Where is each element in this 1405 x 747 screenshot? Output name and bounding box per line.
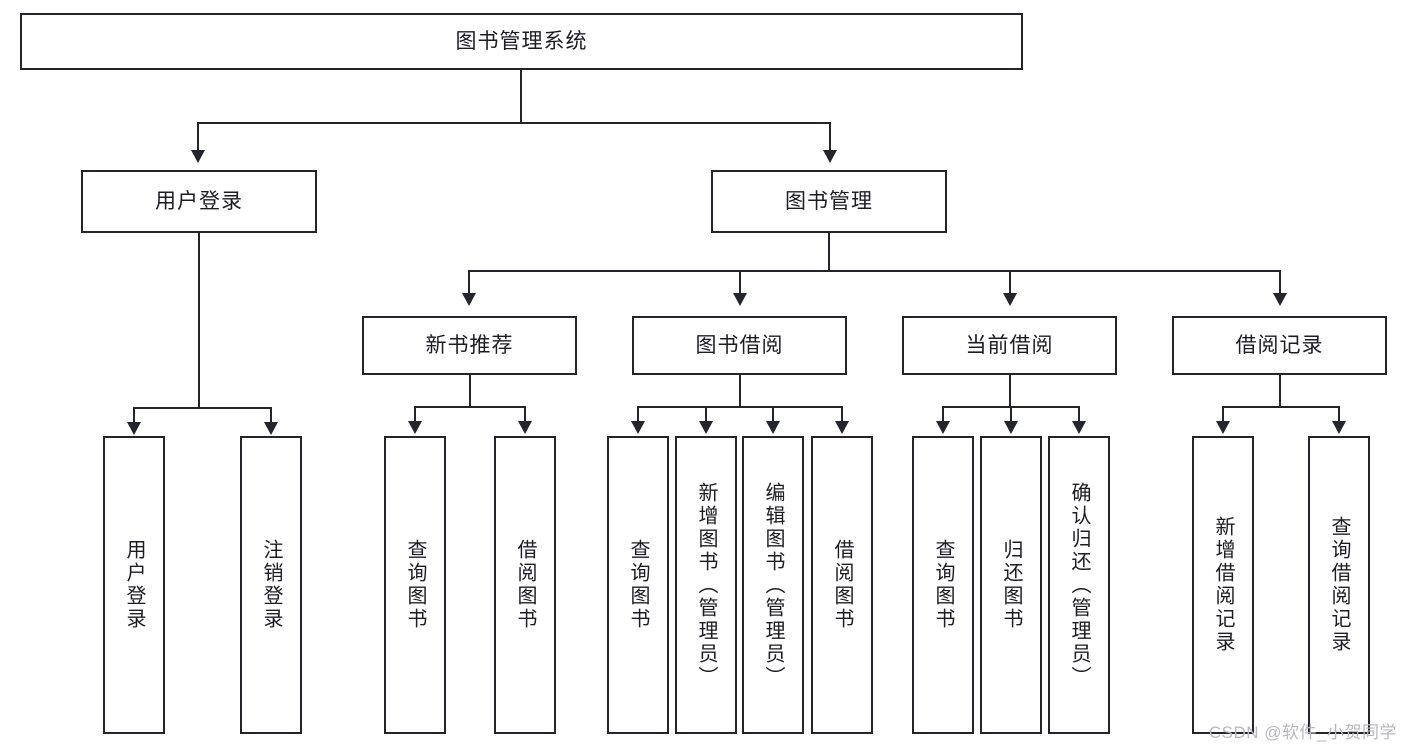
edge-root-trunk (520, 70, 522, 123)
arrow-bm-to-book-borrow (733, 293, 747, 306)
leaf-label: 查询图书 (404, 539, 426, 631)
edge-bb-drop-4 (841, 406, 843, 422)
node-book-management-label: 图书管理 (785, 189, 873, 213)
node-book-borrow[interactable]: 图书借阅 (632, 316, 847, 375)
edge-root-bus (197, 122, 831, 124)
edge-cb-drop-2 (1010, 406, 1012, 422)
leaf-br-add-record[interactable]: 新增借阅记录 (1192, 436, 1254, 734)
edge-bm-drop-3 (1009, 270, 1011, 294)
leaf-bb-query-book[interactable]: 查询图书 (607, 436, 669, 734)
arrow-cb-leaf-3 (1072, 421, 1086, 434)
arrow-br-leaf-1 (1216, 421, 1230, 434)
arrow-bm-to-new-book-recommend (462, 293, 476, 306)
arrow-root-to-book-management (823, 150, 837, 163)
edge-br-trunk (1279, 375, 1281, 407)
node-root-label: 图书管理系统 (455, 29, 588, 53)
leaf-label: 新增图书（管理员） (695, 481, 717, 689)
edge-bb-bus (637, 406, 841, 408)
leaf-bb-edit-book-admin[interactable]: 编辑图书（管理员） (742, 436, 804, 734)
node-new-book-recommend-label: 新书推荐 (425, 333, 514, 357)
arrow-nbr-leaf-1 (408, 421, 422, 434)
arrow-bb-leaf-1 (631, 421, 645, 434)
node-book-management[interactable]: 图书管理 (711, 170, 947, 233)
leaf-label: 注销登录 (260, 539, 282, 631)
leaf-label: 借阅图书 (514, 539, 536, 631)
edge-user-login-bus (133, 407, 270, 409)
edge-book-management-bus (468, 270, 1280, 272)
node-borrow-record-label: 借阅记录 (1235, 333, 1324, 357)
arrow-br-leaf-2 (1332, 421, 1346, 434)
arrow-cb-leaf-2 (1004, 421, 1018, 434)
watermark: CSDN @软件_小贺同学 (1208, 723, 1397, 742)
arrow-bb-leaf-3 (766, 421, 780, 434)
leaf-nbr-query-book[interactable]: 查询图书 (384, 436, 446, 734)
edge-cb-drop-1 (942, 406, 944, 422)
edge-book-management-trunk (828, 233, 830, 271)
edge-bb-trunk (739, 375, 741, 407)
leaf-bb-borrow-book[interactable]: 借阅图书 (811, 436, 873, 734)
edge-cb-drop-3 (1078, 406, 1080, 422)
edge-user-login-drop-1 (133, 407, 135, 423)
node-root-book-management-system[interactable]: 图书管理系统 (20, 13, 1023, 70)
edge-bm-drop-2 (739, 270, 741, 294)
leaf-br-query-record[interactable]: 查询借阅记录 (1308, 436, 1370, 734)
edge-br-drop-1 (1222, 406, 1224, 422)
node-user-login[interactable]: 用户登录 (81, 170, 317, 233)
edge-nbr-bus (414, 406, 524, 408)
leaf-label: 确认归还（管理员） (1068, 481, 1090, 689)
leaf-nbr-borrow-book[interactable]: 借阅图书 (494, 436, 556, 734)
edge-bb-drop-2 (705, 406, 707, 422)
leaf-cb-confirm-return-admin[interactable]: 确认归还（管理员） (1048, 436, 1110, 734)
leaf-cb-query-book[interactable]: 查询图书 (912, 436, 974, 734)
arrow-bb-leaf-4 (835, 421, 849, 434)
edge-nbr-drop-2 (524, 406, 526, 422)
edge-user-login-drop-2 (270, 407, 272, 423)
edge-bm-drop-4 (1279, 270, 1281, 294)
arrow-user-login-leaf-2 (264, 422, 278, 435)
leaf-label: 查询借阅记录 (1328, 516, 1350, 654)
edge-br-bus (1222, 406, 1338, 408)
leaf-bb-add-book-admin[interactable]: 新增图书（管理员） (675, 436, 737, 734)
node-book-borrow-label: 图书借阅 (695, 333, 784, 357)
arrow-nbr-leaf-2 (518, 421, 532, 434)
leaf-label: 归还图书 (1000, 539, 1022, 631)
arrow-root-to-user-login (191, 150, 205, 163)
arrow-bb-leaf-2 (699, 421, 713, 434)
node-current-borrow-label: 当前借阅 (965, 333, 1054, 357)
arrow-bm-to-current-borrow (1003, 293, 1017, 306)
leaf-user-login-user-login[interactable]: 用户登录 (103, 436, 165, 734)
arrow-cb-leaf-1 (936, 421, 950, 434)
edge-user-login-trunk (198, 233, 200, 408)
edge-root-to-user-login (197, 122, 199, 150)
arrow-user-login-leaf-1 (127, 422, 141, 435)
arrow-bm-to-borrow-record (1273, 293, 1287, 306)
leaf-user-login-logout[interactable]: 注销登录 (240, 436, 302, 734)
node-current-borrow[interactable]: 当前借阅 (902, 316, 1117, 375)
node-borrow-record[interactable]: 借阅记录 (1172, 316, 1387, 375)
edge-bb-drop-1 (637, 406, 639, 422)
leaf-cb-return-book[interactable]: 归还图书 (980, 436, 1042, 734)
edge-cb-trunk (1009, 375, 1011, 407)
leaf-label: 借阅图书 (831, 539, 853, 631)
leaf-label: 新增借阅记录 (1212, 516, 1234, 654)
leaf-label: 用户登录 (123, 539, 145, 631)
edge-root-to-book-management (829, 122, 831, 150)
edge-nbr-drop-1 (414, 406, 416, 422)
leaf-label: 编辑图书（管理员） (762, 481, 784, 689)
leaf-label: 查询图书 (932, 539, 954, 631)
edge-bb-drop-3 (772, 406, 774, 422)
edge-bm-drop-1 (468, 270, 470, 294)
edge-nbr-trunk (469, 375, 471, 407)
node-new-book-recommend[interactable]: 新书推荐 (362, 316, 577, 375)
leaf-label: 查询图书 (627, 539, 649, 631)
node-user-login-label: 用户登录 (155, 189, 243, 213)
edge-br-drop-2 (1338, 406, 1340, 422)
